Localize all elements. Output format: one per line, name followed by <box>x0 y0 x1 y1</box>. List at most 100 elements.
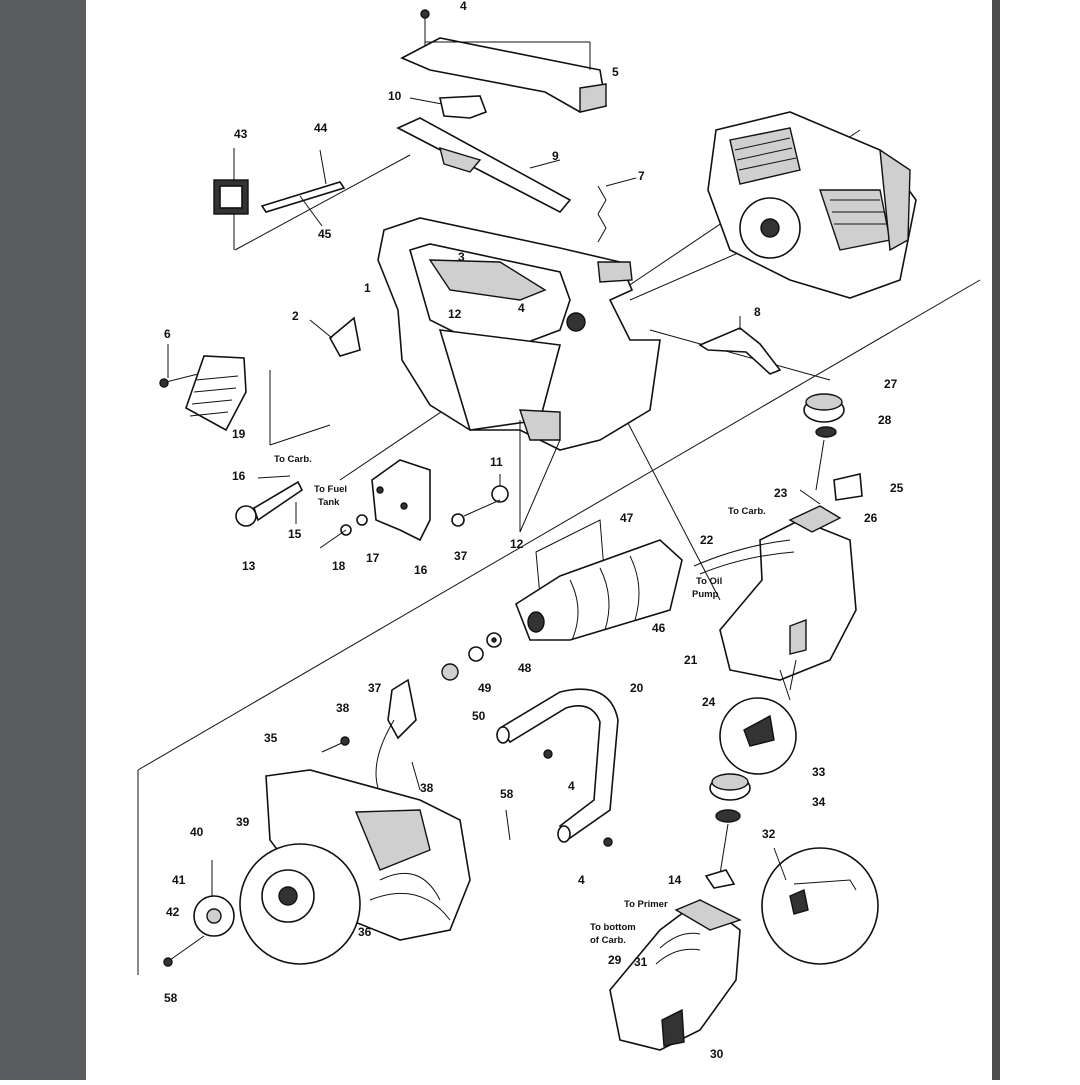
part-number-label: 4 <box>578 873 585 887</box>
muffler-part-46 <box>515 539 683 641</box>
part-number-label: 48 <box>518 661 532 675</box>
front-handle-part-20 <box>496 688 619 847</box>
part-number-label: 29 <box>608 953 622 967</box>
part-number-label: 6 <box>164 327 171 341</box>
bolt-parts <box>451 420 561 533</box>
bracket-part-2 <box>309 316 361 357</box>
part-number-label: 40 <box>190 825 204 839</box>
part-number-label: 5 <box>612 65 619 79</box>
part-number-label: 20 <box>630 681 644 695</box>
part-number-label: 4 <box>460 0 467 13</box>
part-number-label: 43 <box>234 127 248 141</box>
bracket-part-8 <box>698 316 782 375</box>
note-to-fuel-tank-line1: To Fuel <box>314 484 347 495</box>
part-number-label: 4 <box>518 301 525 315</box>
part-number-label: 3 <box>458 250 465 264</box>
spring-part-7 <box>597 177 637 243</box>
diagram-svg: 4510974344453112428619272816112325261513… <box>137 0 981 1061</box>
engine-assembly <box>707 111 917 299</box>
oil-tank-part-21 <box>693 489 857 681</box>
part-number-label: 10 <box>388 89 402 103</box>
part-number-label: 19 <box>232 427 246 441</box>
part-number-label: 41 <box>172 873 186 887</box>
note-to-fuel-tank-line2: Tank <box>318 497 340 508</box>
part-number-label: 18 <box>332 559 346 573</box>
part-number-label: 9 <box>552 149 559 163</box>
part-number-label: 32 <box>762 827 776 841</box>
part-number-label: 22 <box>700 533 714 547</box>
part-number-label: 38 <box>336 701 350 715</box>
starter-pulley-part-39 <box>239 843 361 965</box>
part-number-label: 12 <box>510 537 524 551</box>
note-to-carb-2: To Carb. <box>728 506 766 517</box>
part-number-label: 17 <box>366 551 380 565</box>
part-number-label: 8 <box>754 305 761 319</box>
part-number-label: 58 <box>500 787 514 801</box>
part-number-label: 46 <box>652 621 666 635</box>
part-number-label: 12 <box>448 307 462 321</box>
part-number-label: 38 <box>420 781 434 795</box>
note-to-bottom-line2: of Carb. <box>590 935 626 946</box>
starter-housing-part-35 <box>265 769 471 941</box>
filter-grille-part-19 <box>159 344 247 432</box>
detail-circle-24 <box>719 659 797 775</box>
part-number-label: 4 <box>568 779 575 793</box>
part-number-label: 31 <box>634 955 648 969</box>
part-number-label: 21 <box>684 653 698 667</box>
bolt-parts-38 <box>321 736 511 841</box>
part-number-label: 25 <box>890 481 904 495</box>
part-number-label: 23 <box>774 486 788 500</box>
top-handle-part <box>400 9 607 113</box>
part-number-label: 28 <box>878 413 892 427</box>
part-number-label: 15 <box>288 527 302 541</box>
part-number-label: 37 <box>368 681 382 695</box>
part-number-label: 45 <box>318 227 332 241</box>
part-number-label: 16 <box>414 563 428 577</box>
fuel-tank-part-29 <box>609 899 742 1051</box>
part-number-label: 49 <box>478 681 492 695</box>
left-frame-bar <box>0 0 86 1080</box>
detail-circle-32 <box>761 847 879 965</box>
part-number-label: 50 <box>472 709 486 723</box>
part-number-label: 39 <box>236 815 250 829</box>
throttle-rod-part <box>396 117 572 214</box>
fuel-cap-part-27 <box>803 393 863 501</box>
part-number-label: 35 <box>264 731 278 745</box>
part-number-label: 42 <box>166 905 180 919</box>
note-to-oil-pump-line2: Pump <box>692 589 719 600</box>
part-number-label: 44 <box>314 121 328 135</box>
note-to-carb: To Carb. <box>274 454 312 465</box>
part-number-label: 24 <box>702 695 716 709</box>
note-to-oil-pump-line1: To Oil <box>696 576 722 587</box>
routing-notes: To Carb. To Fuel Tank To Carb. To Oil Pu… <box>274 454 766 946</box>
part-number-label: 13 <box>242 559 256 573</box>
fuel-filter-part-13 <box>235 475 304 527</box>
part-number-label: 11 <box>490 455 503 469</box>
part-number-label: 36 <box>358 925 372 939</box>
part-number-label: 33 <box>812 765 826 779</box>
switch-part-43 <box>213 148 249 215</box>
fuel-cap-part-33 <box>704 773 751 889</box>
part-number-label: 30 <box>710 1047 724 1061</box>
washer-parts <box>441 632 502 681</box>
starter-pawls-part-40-42 <box>163 860 235 967</box>
right-margin <box>1000 0 1080 1080</box>
gasket-plate-part-16 <box>319 459 431 549</box>
bracket-part-37 <box>375 678 417 789</box>
part-number-label: 16 <box>232 469 246 483</box>
part-number-label: 58 <box>164 991 178 1005</box>
wire-part-44-45 <box>260 149 346 227</box>
part-number-label: 34 <box>812 795 826 809</box>
part-number-label: 27 <box>884 377 898 391</box>
part-number-label: 14 <box>668 873 682 887</box>
note-to-primer: To Primer <box>624 899 668 910</box>
part-number-label: 47 <box>620 511 634 525</box>
part-number-label: 7 <box>638 169 645 183</box>
bracket-part-10 <box>409 95 488 119</box>
part-number-label: 2 <box>292 309 299 323</box>
note-to-bottom-line1: To bottom <box>590 922 636 933</box>
right-frame-bar <box>992 0 1000 1080</box>
